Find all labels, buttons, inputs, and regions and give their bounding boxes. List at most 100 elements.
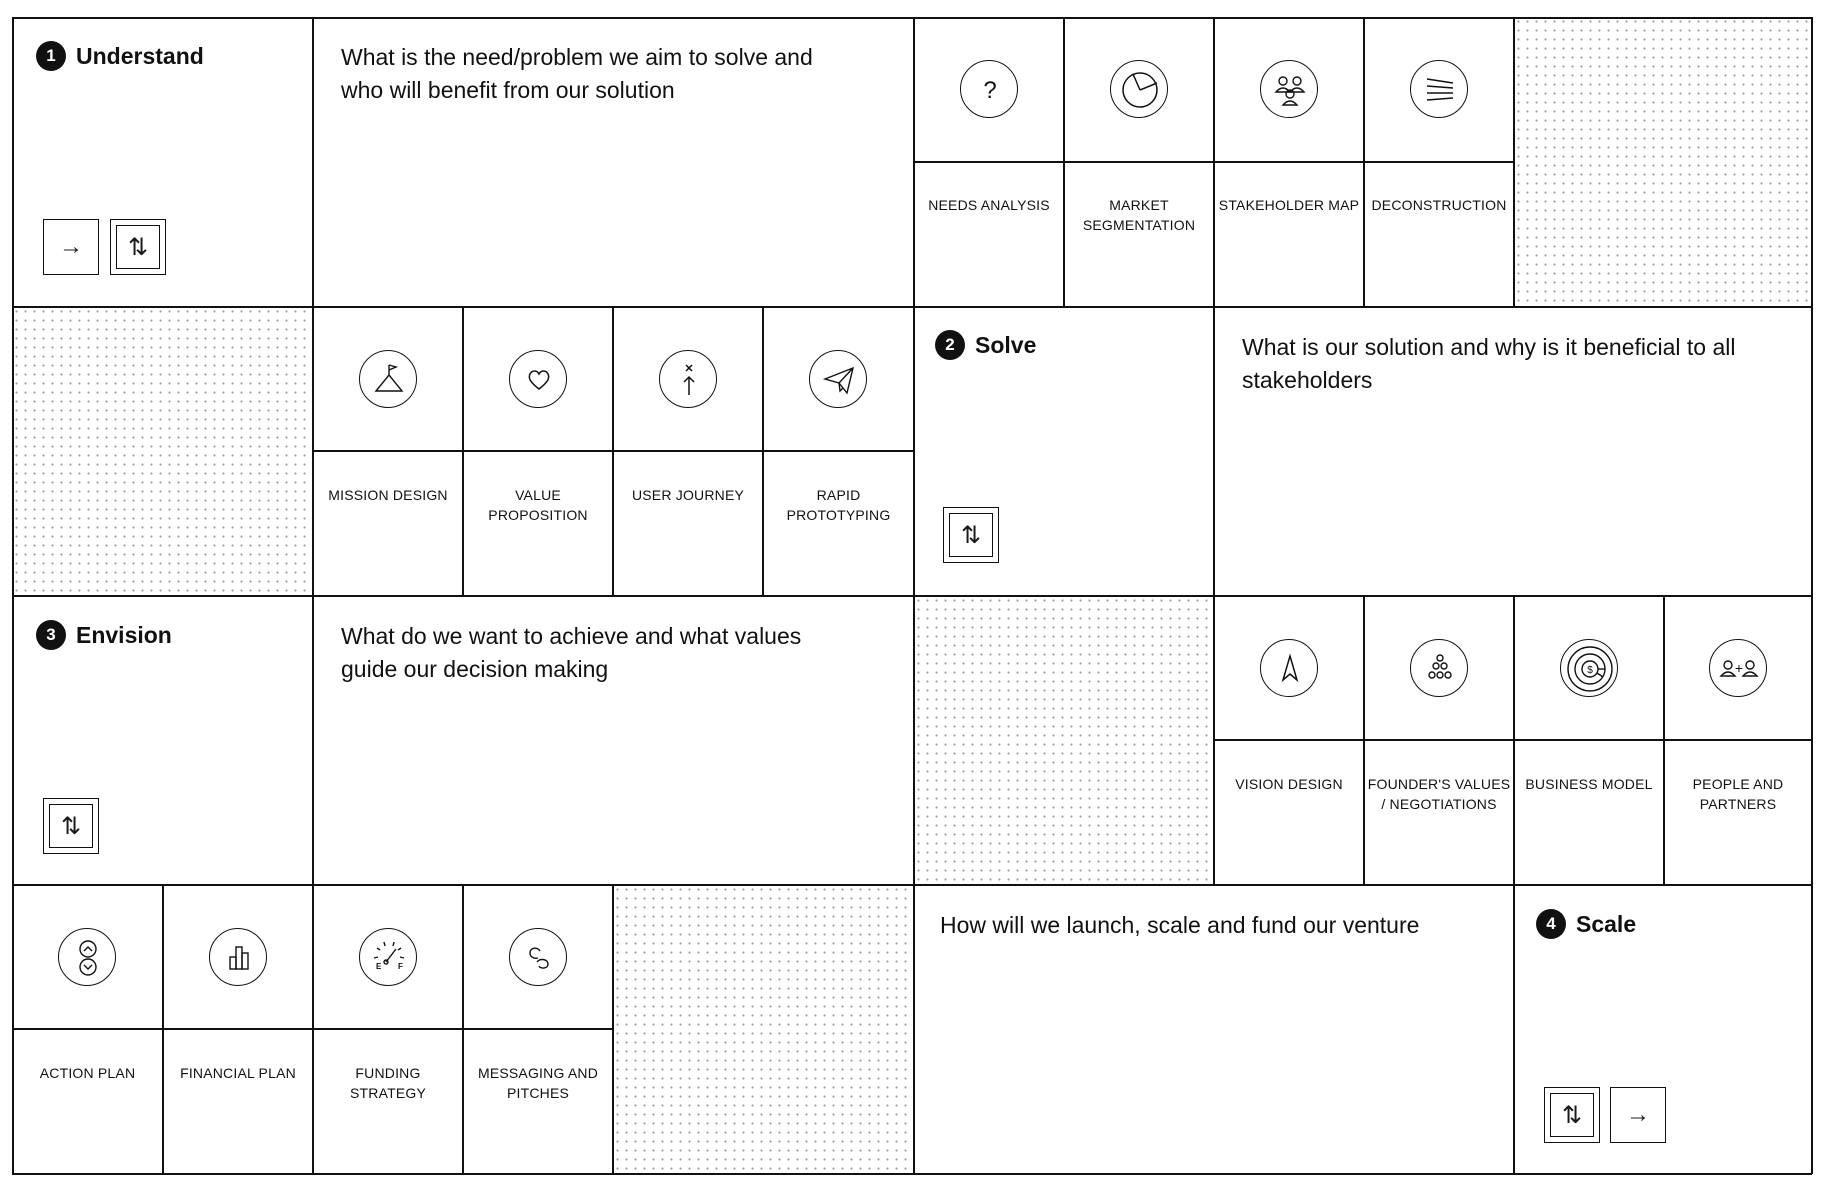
scale-section: 4 Scale ⇅ → (1514, 885, 1812, 1174)
grid-line (313, 450, 914, 452)
pie-chart-icon (1110, 60, 1168, 118)
arrow-right-icon: → (59, 233, 83, 260)
understand-question-cell: What is the need/problem we aim to solve… (313, 17, 914, 307)
grid-line (12, 17, 1812, 19)
solve-heading: 2 Solve (935, 330, 1036, 360)
dollar-glyph: $ (1587, 665, 1593, 676)
swap-button[interactable]: ⇅ (43, 798, 99, 854)
tool-people-partners[interactable]: + PEOPLE AND PARTNERS (1664, 596, 1812, 885)
grid-line (913, 17, 915, 307)
tool-funding-strategy[interactable]: E F FUNDING STRATEGY (313, 885, 463, 1174)
section-number-badge: 3 (36, 620, 66, 650)
grid-line (462, 307, 464, 596)
fuel-gauge-icon: E F (359, 928, 417, 986)
fuel-full-glyph: F (398, 962, 403, 971)
grid-line (162, 885, 164, 1174)
solve-section: 2 Solve ⇅ (914, 307, 1214, 596)
tool-label: FINANCIAL PLAN (180, 1065, 296, 1081)
grid-line (913, 307, 915, 596)
swap-arrows-icon: ⇅ (1561, 1101, 1583, 1129)
tool-label: BUSINESS MODEL (1525, 776, 1653, 792)
swap-button[interactable]: ⇅ (943, 507, 999, 563)
swap-arrows-icon: ⇅ (127, 233, 149, 261)
swap-arrows-icon: ⇅ (960, 521, 982, 549)
dotted-fill (613, 885, 914, 1174)
swap-button[interactable]: ⇅ (1544, 1087, 1600, 1143)
tool-messaging-pitches[interactable]: MESSAGING AND PITCHES (463, 885, 613, 1174)
journey-arrow-icon (659, 350, 717, 408)
scale-question-cell: How will we launch, scale and fund our v… (914, 885, 1514, 1174)
tool-rapid-prototyping[interactable]: RAPID PROTOTYPING (763, 307, 914, 596)
tool-stakeholder-map[interactable]: STAKEHOLDER MAP (1214, 17, 1364, 307)
paper-plane-icon (809, 350, 867, 408)
grid-line (612, 307, 614, 596)
section-title: Scale (1576, 910, 1637, 937)
grid-line (12, 884, 1812, 886)
tool-label: STAKEHOLDER MAP (1218, 197, 1360, 213)
envision-section: 3 Envision ⇅ (12, 596, 313, 885)
grid-line (462, 885, 464, 1174)
tool-deconstruction[interactable]: DECONSTRUCTION (1364, 17, 1514, 307)
tool-label: FOUNDER'S VALUES / NEGOTIATIONS (1367, 776, 1511, 812)
tool-label: FUNDING STRATEGY (349, 1065, 427, 1101)
next-arrow-button[interactable]: → (43, 219, 99, 275)
grid-line (1213, 596, 1215, 885)
section-title: Envision (76, 621, 172, 648)
tool-label: RAPID PROTOTYPING (786, 487, 891, 523)
grid-line (914, 161, 1514, 163)
scale-heading: 4 Scale (1536, 909, 1636, 939)
grid-line (913, 596, 915, 885)
tool-financial-plan[interactable]: FINANCIAL PLAN (163, 885, 313, 1174)
question-glyph: ? (983, 77, 996, 104)
tool-founders-values[interactable]: FOUNDER'S VALUES / NEGOTIATIONS (1364, 596, 1514, 885)
tool-label: MISSION DESIGN (328, 487, 448, 503)
tool-label: VISION DESIGN (1235, 776, 1343, 792)
dotted-fill (12, 307, 313, 596)
tool-value-proposition[interactable]: VALUE PROPOSITION (463, 307, 613, 596)
tool-business-model[interactable]: $ BUSINESS MODEL (1514, 596, 1664, 885)
tool-label: MARKET SEGMENTATION (1082, 197, 1196, 233)
tool-label: ACTION PLAN (39, 1065, 136, 1081)
envision-question-cell: What do we want to achieve and what valu… (313, 596, 914, 885)
stepper-arrows-icon (58, 928, 116, 986)
grid-line (762, 307, 764, 596)
grid-line (12, 1028, 613, 1030)
dollar-target-icon: $ (1560, 639, 1618, 697)
tool-vision-design[interactable]: VISION DESIGN (1214, 596, 1364, 885)
tool-label: NEEDS ANALYSIS (928, 197, 1050, 213)
molecule-icon (1410, 639, 1468, 697)
tool-mission-design[interactable]: MISSION DESIGN (313, 307, 463, 596)
next-arrow-button[interactable]: → (1610, 1087, 1666, 1143)
tool-user-journey[interactable]: USER JOURNEY (613, 307, 763, 596)
swap-button[interactable]: ⇅ (110, 219, 166, 275)
grid-line (1513, 596, 1515, 885)
grid-line (312, 17, 314, 307)
people-group-icon (1260, 60, 1318, 118)
tool-label: USER JOURNEY (631, 487, 745, 503)
tool-label: MESSAGING AND PITCHES (477, 1065, 599, 1101)
grid-line (12, 306, 1812, 308)
bar-chart-icon (209, 928, 267, 986)
envision-question: What do we want to achieve and what valu… (341, 623, 802, 682)
grid-line (1663, 596, 1665, 885)
tool-action-plan[interactable]: ACTION PLAN (12, 885, 163, 1174)
section-title: Understand (76, 42, 204, 69)
grid-line (312, 885, 314, 1174)
solve-question: What is our solution and why is it benef… (1242, 334, 1736, 393)
tool-label: DECONSTRUCTION (1371, 197, 1507, 213)
heart-icon (509, 350, 567, 408)
grid-line (612, 885, 614, 1174)
dotted-fill (914, 596, 1214, 885)
speech-bubbles-icon (509, 928, 567, 986)
grid-line (12, 1173, 1812, 1175)
section-number-badge: 4 (1536, 909, 1566, 939)
dotted-fill (1514, 17, 1812, 307)
grid-line (1214, 739, 1812, 741)
swap-arrows-icon: ⇅ (60, 812, 82, 840)
tool-needs-analysis[interactable]: ? NEEDS ANALYSIS (914, 17, 1064, 307)
section-title: Solve (975, 331, 1037, 358)
tool-market-segmentation[interactable]: MARKET SEGMENTATION (1064, 17, 1214, 307)
understand-heading: 1 Understand (36, 41, 204, 71)
compass-needle-icon (1260, 639, 1318, 697)
grid-line (1513, 885, 1515, 1174)
